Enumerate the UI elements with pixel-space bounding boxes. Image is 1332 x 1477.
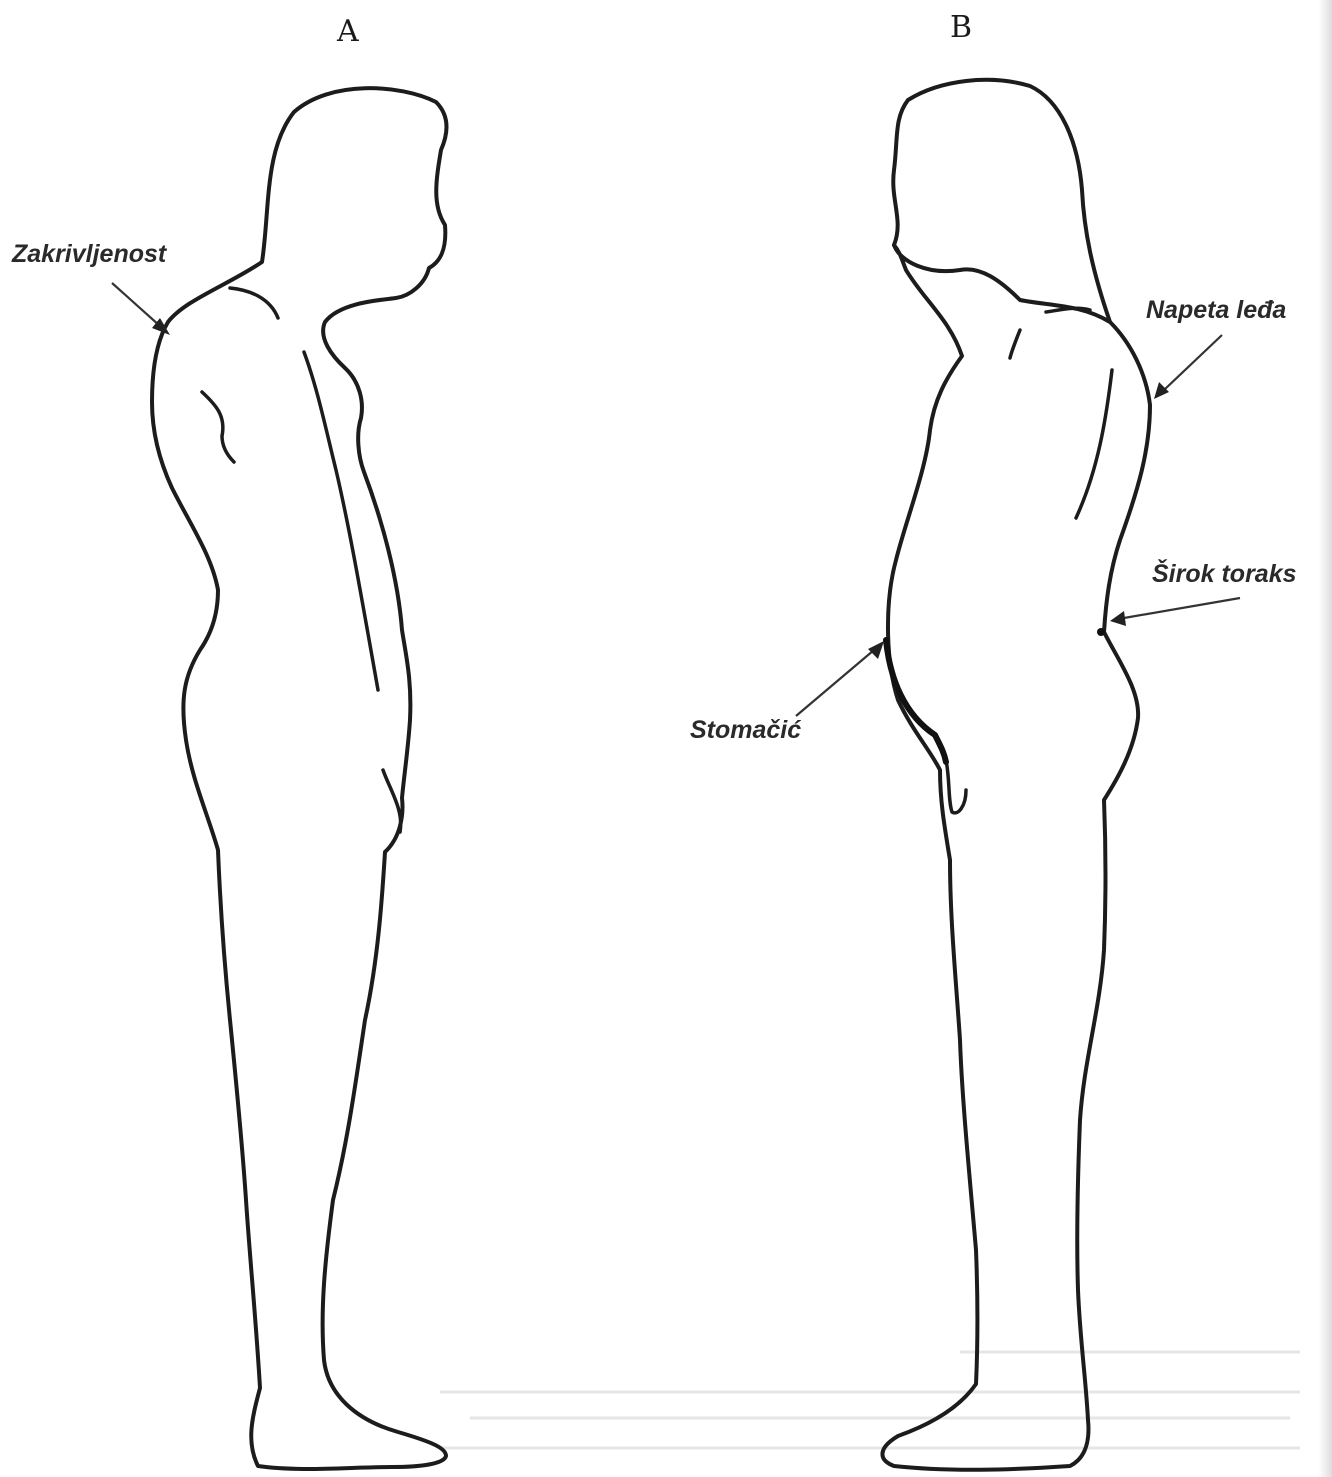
panel-label-a: A xyxy=(337,14,359,49)
figure-a-silhouette xyxy=(152,88,446,1469)
arrow-napeta-leda xyxy=(1154,335,1222,399)
scan-page-edge xyxy=(1318,0,1332,1477)
callout-sirok-toraks: Širok toraks xyxy=(1152,560,1297,589)
callout-stomacic: Stomačić xyxy=(690,716,801,745)
arrow-sirok-toraks xyxy=(1097,598,1240,636)
arrow-stomacic xyxy=(796,641,884,716)
figure-b-silhouette xyxy=(882,80,1150,1470)
arrow-zakrivljenost xyxy=(112,283,170,335)
callout-napeta-leda: Napeta leđa xyxy=(1146,296,1286,325)
callout-zakrivljenost: Zakrivljenost xyxy=(12,240,166,269)
scan-artifacts xyxy=(440,1352,1300,1448)
panel-label-b: B xyxy=(950,10,972,45)
